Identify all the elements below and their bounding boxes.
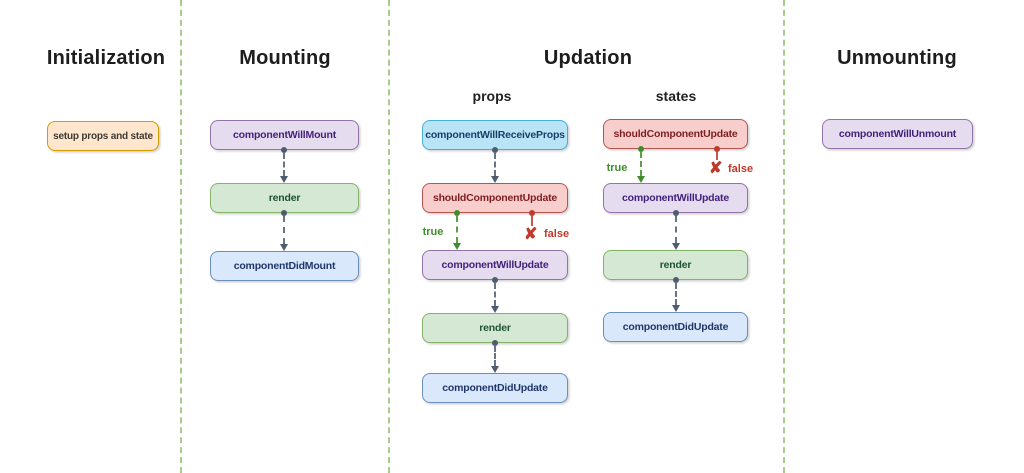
flow-arrow: [279, 210, 289, 251]
flow-arrow: [671, 210, 681, 250]
connector-dash: [531, 216, 533, 226]
section-separator: [783, 0, 785, 473]
connector-dash: [283, 216, 285, 244]
flow-arrow: [490, 340, 500, 373]
connector-dash: [716, 152, 718, 160]
connector-dot-icon: [492, 340, 498, 346]
node-component-will-mount: componentWillMount: [210, 120, 359, 150]
connector-dash: [675, 216, 677, 243]
connector-dot-icon: [492, 277, 498, 283]
section-separator: [180, 0, 182, 473]
connector-dot-icon: [673, 210, 679, 216]
node-render-states: render: [603, 250, 748, 280]
column-header-states: states: [655, 88, 697, 104]
connector-dot-icon: [281, 210, 287, 216]
node-component-will-unmount: componentWillUnmount: [822, 119, 973, 149]
arrow-down-icon: [280, 244, 288, 251]
true-branch-arrow: [452, 210, 462, 250]
false-label: false: [544, 228, 570, 240]
node-component-will-update-states: componentWillUpdate: [603, 183, 748, 213]
arrow-down-icon: [637, 176, 645, 183]
connector-dash: [494, 346, 496, 366]
connector-dot-icon: [714, 146, 720, 152]
flow-arrow: [279, 147, 289, 183]
node-component-will-receive-props: componentWillReceiveProps: [422, 120, 568, 150]
connector-dot-icon: [281, 147, 287, 153]
section-title-mounting: Mounting: [239, 47, 331, 69]
connector-dot-icon: [529, 210, 535, 216]
true-label: true: [606, 162, 628, 174]
arrow-down-icon: [672, 243, 680, 250]
node-component-did-update-props: componentDidUpdate: [422, 373, 568, 403]
flow-arrow: [490, 147, 500, 183]
connector-dash: [456, 216, 458, 243]
arrow-down-icon: [672, 305, 680, 312]
node-render-mounting: render: [210, 183, 359, 213]
arrow-down-icon: [491, 366, 499, 373]
connector-dash: [640, 152, 642, 176]
flow-arrow: [671, 277, 681, 312]
node-should-component-update-states: shouldComponentUpdate: [603, 119, 748, 149]
node-should-component-update-props: shouldComponentUpdate: [422, 183, 568, 213]
node-setup-props-and-state: setup props and state: [47, 121, 159, 151]
connector-dash: [494, 153, 496, 176]
section-title-initialization: Initialization: [46, 47, 166, 69]
connector-dot-icon: [673, 277, 679, 283]
true-label: true: [422, 226, 444, 238]
arrow-down-icon: [491, 176, 499, 183]
section-title-unmounting: Unmounting: [837, 47, 957, 69]
x-cross-icon: ✘: [709, 160, 723, 177]
section-title-updation: Updation: [543, 47, 633, 69]
flow-arrow: [490, 277, 500, 313]
arrow-down-icon: [491, 306, 499, 313]
node-component-will-update-props: componentWillUpdate: [422, 250, 568, 280]
node-component-did-update-states: componentDidUpdate: [603, 312, 748, 342]
node-component-did-mount: componentDidMount: [210, 251, 359, 281]
connector-dash: [675, 283, 677, 305]
connector-dot-icon: [638, 146, 644, 152]
connector-dash: [494, 283, 496, 306]
false-branch-line: [527, 210, 537, 226]
false-label: false: [728, 163, 754, 175]
connector-dot-icon: [492, 147, 498, 153]
false-branch-line: [712, 146, 722, 160]
section-separator: [388, 0, 390, 473]
arrow-down-icon: [453, 243, 461, 250]
arrow-down-icon: [280, 176, 288, 183]
x-cross-icon: ✘: [524, 226, 538, 243]
connector-dot-icon: [454, 210, 460, 216]
column-header-props: props: [472, 88, 512, 104]
true-branch-arrow: [636, 146, 646, 183]
node-render-props: render: [422, 313, 568, 343]
connector-dash: [283, 153, 285, 176]
